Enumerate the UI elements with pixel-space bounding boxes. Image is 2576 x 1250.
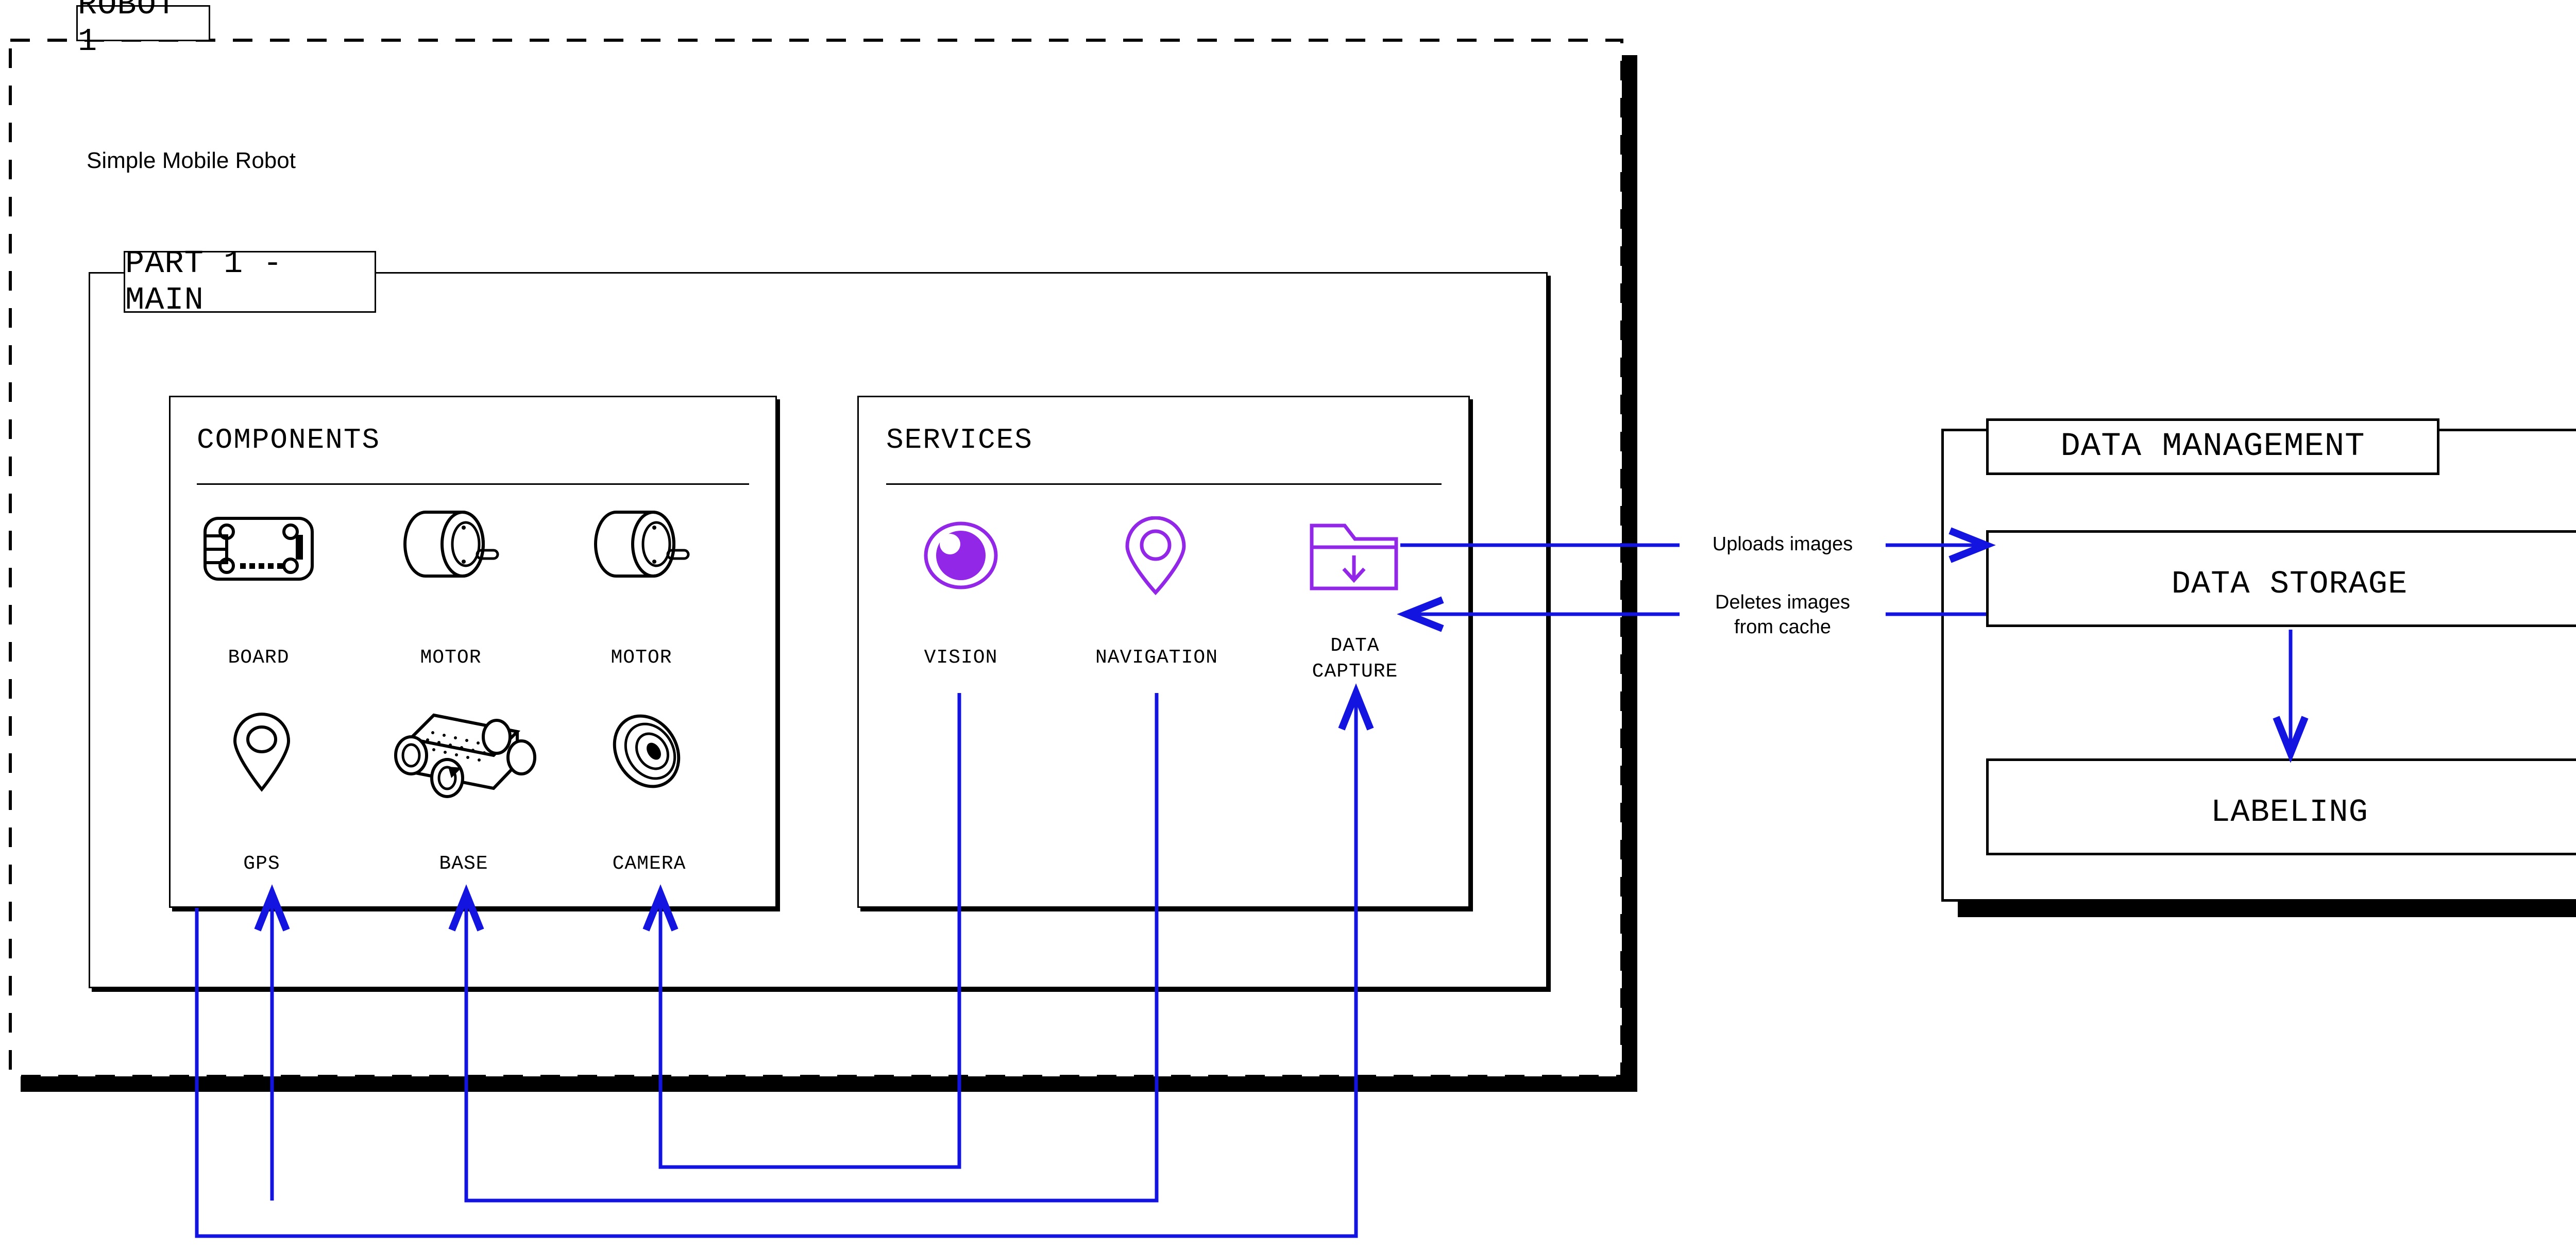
dm-panel-shadow — [1958, 902, 2576, 917]
components-item-label-3: GPS — [243, 853, 280, 875]
components-item-label-0: BOARD — [228, 647, 290, 669]
icon-gps — [231, 710, 293, 792]
data-management-title-box: DATA MANAGEMENT — [1986, 418, 2439, 475]
edge-navigation-to-base — [448, 693, 1159, 1203]
icon-board — [202, 515, 315, 582]
edge-label-uploads: Uploads images — [1712, 533, 1853, 555]
edge-label-deletes-line2: from cache — [1734, 616, 1831, 638]
services-item-label-2a: DATA — [1330, 635, 1380, 657]
edge-vision-to-camera — [642, 693, 961, 1169]
icon-base — [386, 706, 541, 799]
components-item-label-1: MOTOR — [420, 647, 482, 669]
services-item-label-1: NAVIGATION — [1095, 647, 1218, 669]
icon-motor-2 — [592, 506, 690, 583]
services-item-label-2b: CAPTURE — [1312, 661, 1398, 683]
data-management-title: DATA MANAGEMENT — [2060, 428, 2365, 465]
data-storage-block — [1986, 530, 2576, 627]
services-heading-rule — [886, 483, 1442, 485]
edge-label-deletes-line1: Deletes images — [1715, 592, 1850, 613]
edge-board-to-data-capture — [195, 683, 1374, 1238]
robot-subtitle: Simple Mobile Robot — [87, 148, 296, 173]
labeling-label: LABELING — [2211, 794, 2368, 831]
part-title-box: PART 1 - MAIN — [124, 245, 376, 318]
services-item-label-0: VISION — [924, 647, 998, 669]
icon-motor-1 — [402, 506, 500, 583]
robot-frame-shadow — [21, 55, 1637, 1092]
components-heading-rule — [197, 483, 749, 485]
icon-folder-download — [1308, 520, 1400, 593]
services-heading: SERVICES — [886, 424, 1033, 457]
robot-title: ROBOT 1 — [78, 0, 177, 60]
robot-dashed-frame — [9, 39, 1623, 1078]
services-panel-shadow — [860, 399, 1473, 911]
icon-eye — [912, 520, 1010, 590]
icon-camera — [603, 710, 690, 792]
robot-title-box: ROBOT 1 — [76, 0, 210, 60]
components-panel — [169, 396, 777, 908]
components-item-label-5: CAMERA — [612, 853, 686, 875]
part-title: PART 1 - MAIN — [125, 245, 283, 318]
components-item-label-4: BASE — [439, 853, 488, 875]
components-item-label-2: MOTOR — [611, 647, 672, 669]
data-storage-label: DATA STORAGE — [2171, 566, 2408, 602]
components-heading: COMPONENTS — [197, 424, 381, 457]
icon-navigation-pin — [1122, 516, 1189, 596]
